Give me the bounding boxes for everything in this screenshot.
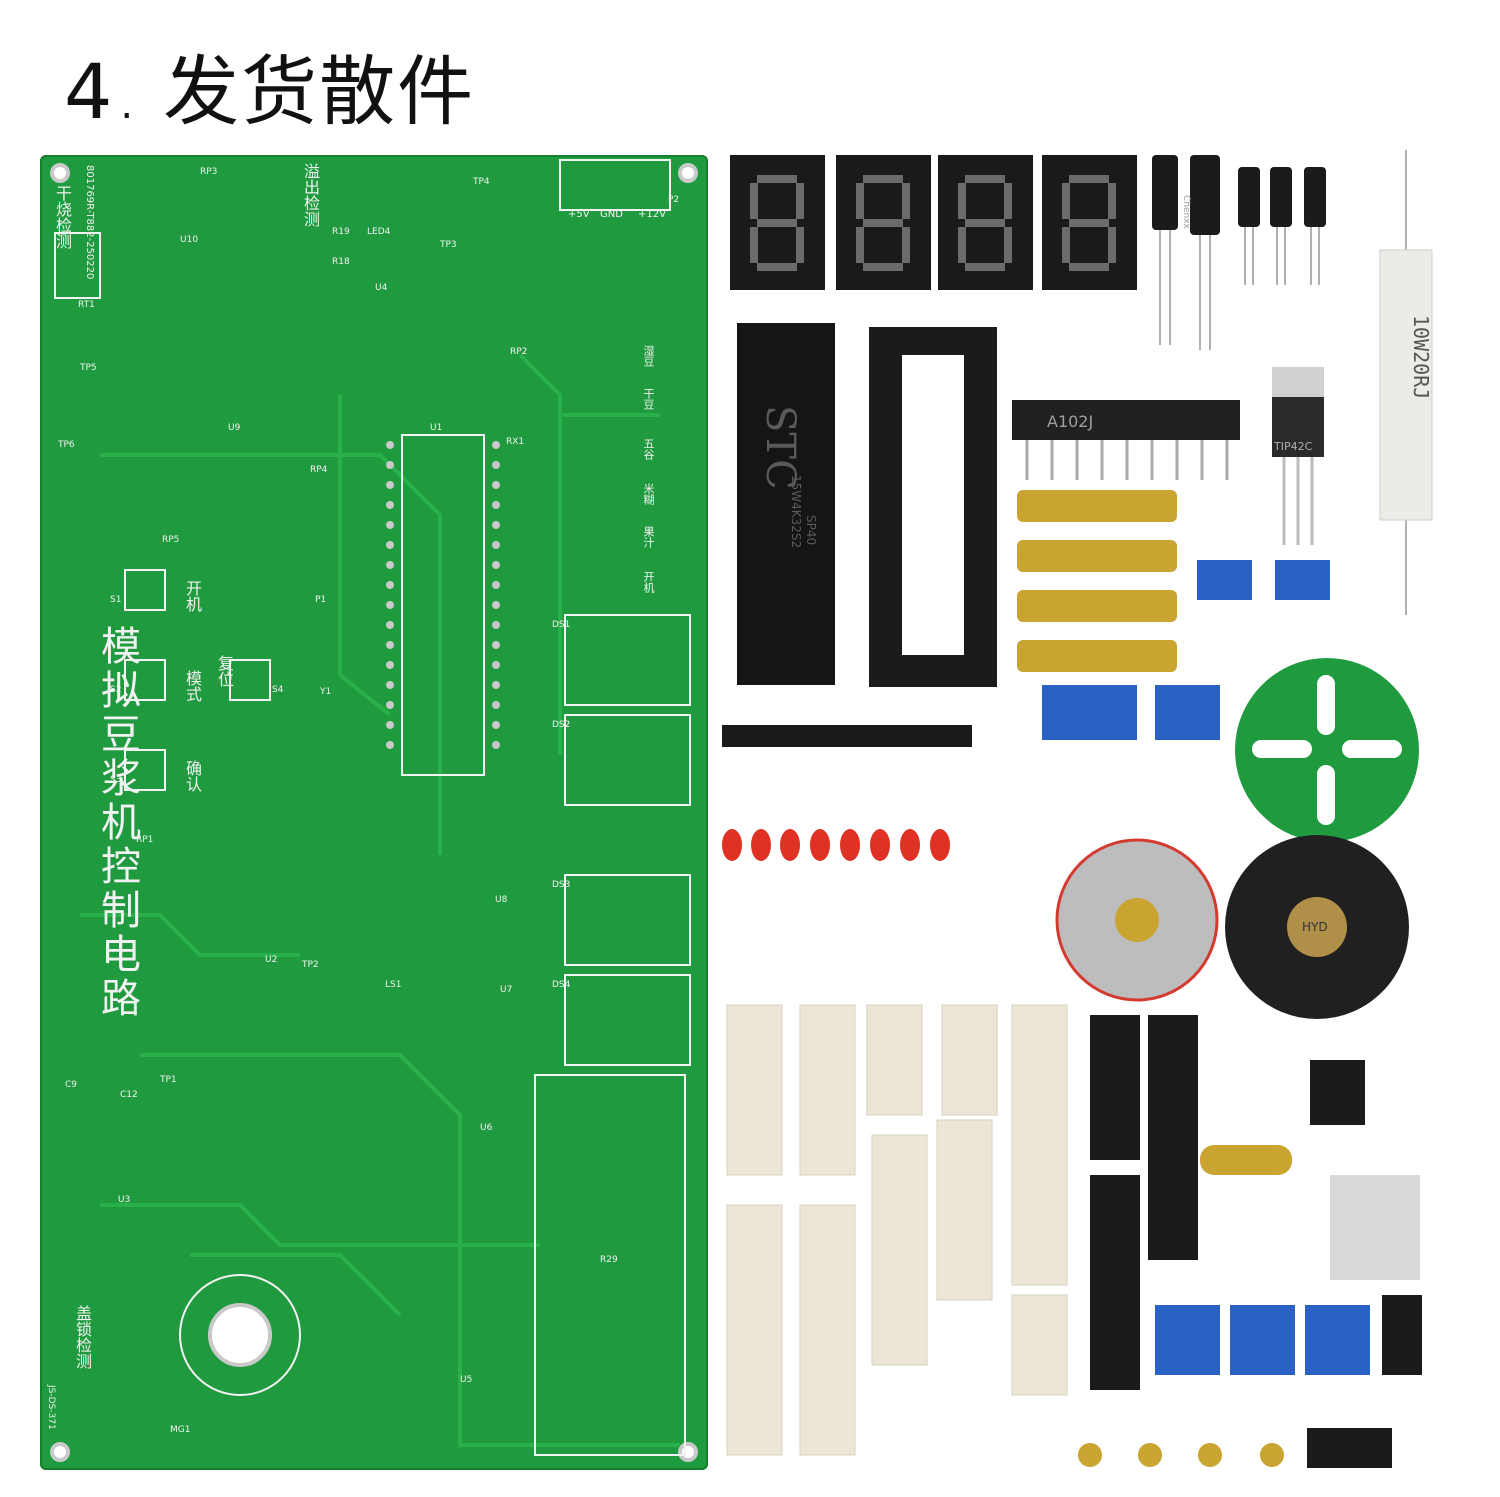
code-label: JS-DS-371 <box>46 1385 56 1430</box>
mcu-model-text: 15W4K32S2 <box>789 475 803 548</box>
ref-rp1: RP1 <box>136 835 154 845</box>
ref-u6: U6 <box>480 1123 493 1133</box>
power-label-12v: +12V <box>638 209 666 220</box>
ref-r29: R29 <box>600 1255 618 1265</box>
cap-brand-text: Chenxx <box>1181 195 1191 230</box>
ref-tp6: TP6 <box>58 440 75 450</box>
network-text: A102J <box>1047 412 1093 431</box>
led-label-2: 干豆 <box>642 388 655 410</box>
power-resistor-text: 10W20RJ <box>1409 315 1433 399</box>
ref-tp2: TP2 <box>302 960 319 970</box>
ref-rp3: RP3 <box>200 167 218 177</box>
ref-rt1: RT1 <box>78 300 95 310</box>
pcb-traces <box>50 159 698 1462</box>
ref-u3: U3 <box>118 1195 131 1205</box>
pcb-title: 模拟豆浆机控制电路 <box>94 625 140 1021</box>
ref-u1: U1 <box>430 423 443 433</box>
led-label-1: 湿豆 <box>642 345 655 367</box>
lid-label: 盖锁检测 <box>73 1305 92 1369</box>
heading-text: 发货散件 <box>163 47 476 136</box>
ref-s2: S2 <box>110 685 122 695</box>
ref-tp1: TP1 <box>160 1075 177 1085</box>
pcb-board: 模拟豆浆机控制电路 +5V GND +12V 溢出检测 干烧检测 盖锁检测 80… <box>40 155 708 1470</box>
ref-c12: C12 <box>120 1090 138 1100</box>
ref-mg1: MG1 <box>170 1425 191 1435</box>
ref-u7: U7 <box>500 985 513 995</box>
transistor-text: TIP42C <box>1273 440 1313 453</box>
ref-ds2: DS2 <box>552 720 571 730</box>
ref-p2: P2 <box>668 195 680 205</box>
ref-p1: P1 <box>315 595 327 605</box>
ref-s4: S4 <box>272 685 284 695</box>
ref-s3: S3 <box>110 775 122 785</box>
led-label-6: 开机 <box>642 571 655 593</box>
ref-u8: U8 <box>495 895 508 905</box>
led-label-3: 五谷 <box>642 438 655 460</box>
ref-u5: U5 <box>460 1375 473 1385</box>
ref-tp5: TP5 <box>80 363 97 373</box>
parts-illustration: Chenxx 10W20RJ STC 15W4K32S2 SP40 A102J … <box>722 150 1433 1468</box>
heading-number: 4 <box>64 47 115 136</box>
ref-u2: U2 <box>265 955 278 965</box>
button-label-confirm: 确认 <box>183 760 202 792</box>
speaker-text: HYD <box>1302 920 1328 934</box>
ref-ds1: DS1 <box>552 620 571 630</box>
button-label-power: 开机 <box>183 580 202 612</box>
heading-separator: . <box>120 82 136 128</box>
ref-rp4: RP4 <box>310 465 328 475</box>
button-label-reset: 复位 <box>215 655 234 687</box>
revision-label: 801769R-T882-250220 <box>84 165 95 280</box>
ref-tp4: TP4 <box>473 177 490 187</box>
ref-c9: C9 <box>65 1080 78 1090</box>
ref-rp2: RP2 <box>510 347 528 357</box>
ref-u10: U10 <box>180 235 199 245</box>
ref-ls1: LS1 <box>385 980 402 990</box>
ref-r19: R19 <box>332 227 350 237</box>
led-label-5: 果汁 <box>642 526 655 548</box>
ref-rp5: RP5 <box>162 535 180 545</box>
ref-ds4: DS4 <box>552 980 571 990</box>
overflow-label: 溢出检测 <box>301 163 320 227</box>
dry-label: 干烧检测 <box>53 185 72 249</box>
ref-led4: LED4 <box>367 227 391 237</box>
mcu-brand-text: STC <box>757 405 803 490</box>
power-label-gnd: GND <box>600 209 623 220</box>
ref-s1: S1 <box>110 595 122 605</box>
ref-r18: R18 <box>332 257 350 267</box>
ref-tp3: TP3 <box>440 240 457 250</box>
ref-ds3: DS3 <box>552 880 571 890</box>
mcu-package-text: SP40 <box>804 515 818 545</box>
button-label-mode: 模式 <box>183 670 202 702</box>
ref-y1: Y1 <box>320 687 332 697</box>
ref-u9: U9 <box>228 423 241 433</box>
ref-u4: U4 <box>375 283 388 293</box>
seven-segment-displays <box>730 155 1137 290</box>
ref-rx1: RX1 <box>506 437 525 447</box>
led-label-4: 米糊 <box>642 483 655 505</box>
power-label-5v: +5V <box>568 209 590 220</box>
loose-components: Chenxx 10W20RJ STC 15W4K32S2 SP40 A102J … <box>712 145 1500 1493</box>
heading: 4. 发货散件 <box>64 30 475 140</box>
